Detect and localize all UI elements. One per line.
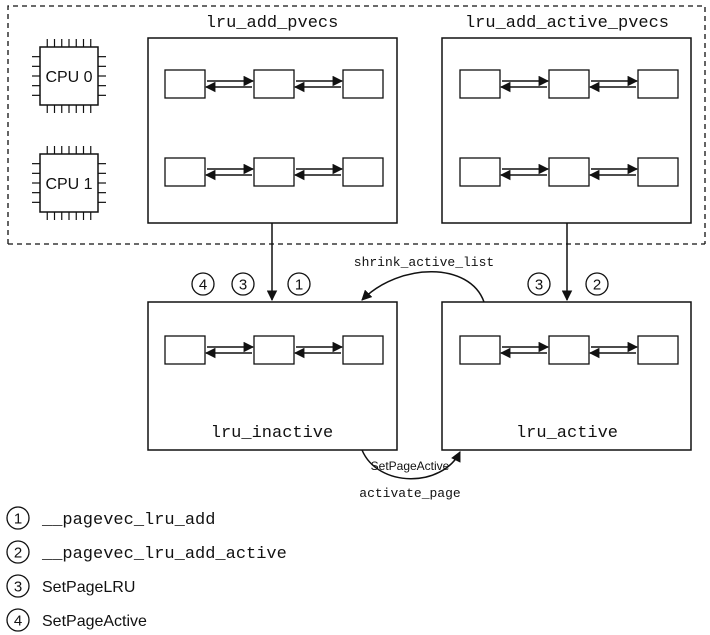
svg-text:3: 3 [239,277,247,294]
legend-number: 3 [14,579,22,596]
inactive-node-3 [342,335,384,365]
legend-marker [6,574,30,598]
cpu-1-chip: CPU 1 [32,146,106,220]
pvecs-row1-node-3 [342,69,384,99]
legend-number: 1 [14,511,22,528]
svg-text:4: 4 [199,277,207,294]
legend-marker [6,506,30,530]
legend-label: __pagevec_lru_add_active [41,545,287,564]
set-page-active-label: SetPageActive [371,459,450,473]
pvecs-row2-node-1 [164,157,206,187]
active-node-1 [459,335,501,365]
inactive-list [164,335,384,365]
pvecs-lists [164,69,384,187]
legend-marker [6,608,30,632]
inactive-node-1 [164,335,206,365]
pvecs-row2-node-3 [342,157,384,187]
pvecs-box [147,37,398,224]
inactive-title: lru_inactive [211,424,333,443]
pvecs-row1-node-1 [164,69,206,99]
active-title: lru_active [516,424,618,443]
inactive-node-2 [253,335,295,365]
legend-item: 1 __pagevec_lru_add [6,506,215,530]
active-pvecs-row1-node-3 [637,69,679,99]
cpu-label: CPU 0 [45,69,92,86]
inactive-box [147,301,398,451]
svg-text:1: 1 [295,277,303,294]
marker-3-inactive: 3 [231,272,255,296]
cpu-label: CPU 1 [45,176,92,193]
marker-4-inactive: 4 [191,272,215,296]
active-node-3 [637,335,679,365]
legend: 1 __pagevec_lru_add 2 __pagevec_lru_add_act… [6,506,287,632]
legend-label: SetPageActive [42,613,147,630]
legend-number: 2 [14,545,22,562]
active-pvecs-row2-node-1 [459,157,501,187]
marker-1-inactive: 1 [287,272,311,296]
legend-marker [6,540,30,564]
svg-text:3: 3 [535,277,543,294]
legend-label: __pagevec_lru_add [41,511,215,530]
pvecs-row2-node-2 [253,157,295,187]
pvecs-row1-node-2 [253,69,295,99]
activate-page-label: activate_page [359,486,460,501]
pvecs-title: lru_add_pvecs [206,14,339,33]
active-pvecs-lists [459,69,679,187]
active-pvecs-title: lru_add_active_pvecs [465,14,669,33]
active-list [459,335,679,365]
active-pvecs-box [441,37,692,224]
active-pvecs-row1-node-2 [548,69,590,99]
marker-3-active: 3 [527,272,551,296]
legend-number: 4 [14,613,22,630]
legend-label: SetPageLRU [42,579,135,596]
active-pvecs-row2-node-2 [548,157,590,187]
cpu-0-chip: CPU 0 [32,39,106,113]
legend-item: 2 __pagevec_lru_add_active [6,540,287,564]
shrink-active-list-arrow [361,271,485,303]
active-node-2 [548,335,590,365]
svg-text:2: 2 [593,277,601,294]
activate-page-arrow [361,449,461,480]
legend-item: 3 SetPageLRU [6,574,135,598]
legend-item: 4 SetPageActive [6,608,147,632]
marker-2-active: 2 [585,272,609,296]
shrink-active-list-label: shrink_active_list [354,255,494,270]
active-pvecs-row2-node-3 [637,157,679,187]
active-box [441,301,692,451]
active-pvecs-row1-node-1 [459,69,501,99]
per-cpu-region [7,5,706,244]
